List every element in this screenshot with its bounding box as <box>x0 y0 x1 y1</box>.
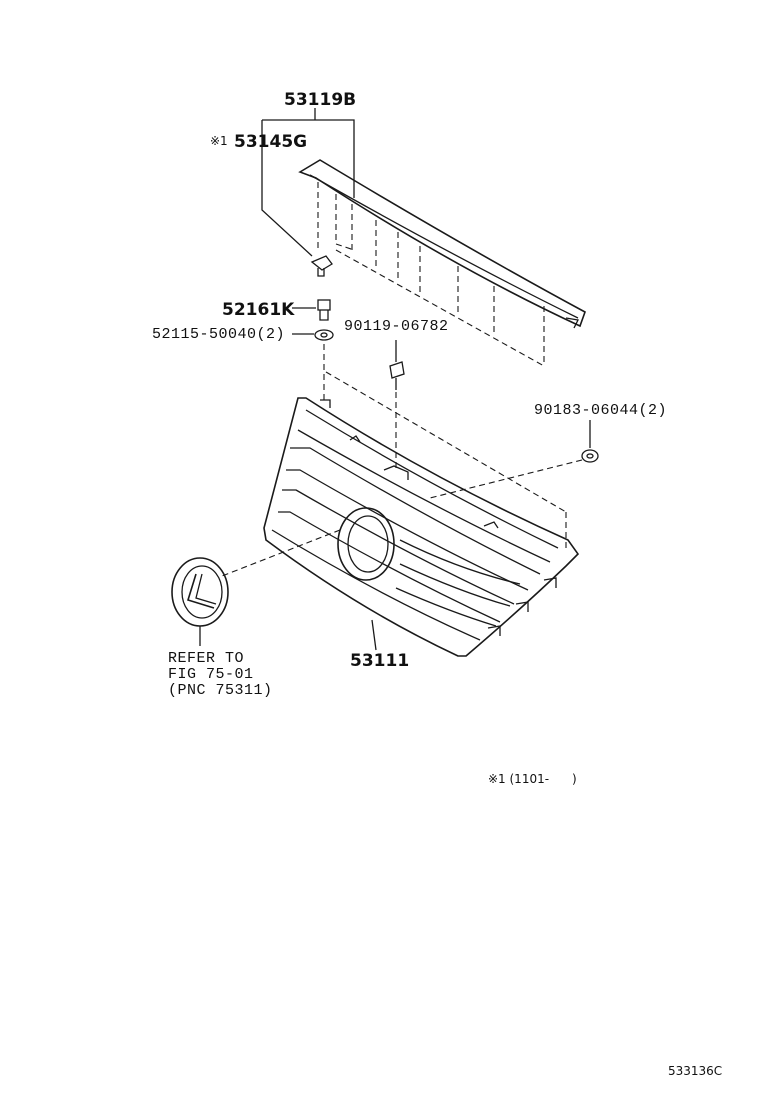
label-90183: 90183-06044(2) <box>534 402 668 419</box>
figure-code: 533136C <box>668 1064 723 1078</box>
footnote: ※1 (1101- ) <box>488 772 577 786</box>
mark-asterisk-1: ※1 <box>210 134 228 148</box>
emblem-reference <box>171 529 341 646</box>
label-52115: 52115-50040(2) <box>152 326 286 343</box>
nut-90183 <box>325 371 599 550</box>
bracket-53119b <box>261 108 355 257</box>
clip-53145g <box>310 255 333 277</box>
label-53119b: 53119B <box>284 90 357 110</box>
label-53111: 53111 <box>350 651 410 671</box>
label-52161k: 52161K <box>222 300 295 320</box>
nut-52115 <box>292 329 334 402</box>
screw-90119 <box>389 340 405 470</box>
radiator-grille-53111 <box>263 397 580 657</box>
clip-52161k <box>292 299 331 321</box>
label-53145g: 53145G <box>234 132 308 152</box>
refer-line-1: REFER TO <box>168 650 245 667</box>
upper-molding-53119b <box>298 159 586 367</box>
refer-line-3: (PNC 75311) <box>168 682 273 699</box>
refer-line-2: FIG 75-01 <box>168 666 254 683</box>
label-90119: 90119-06782 <box>344 318 449 335</box>
